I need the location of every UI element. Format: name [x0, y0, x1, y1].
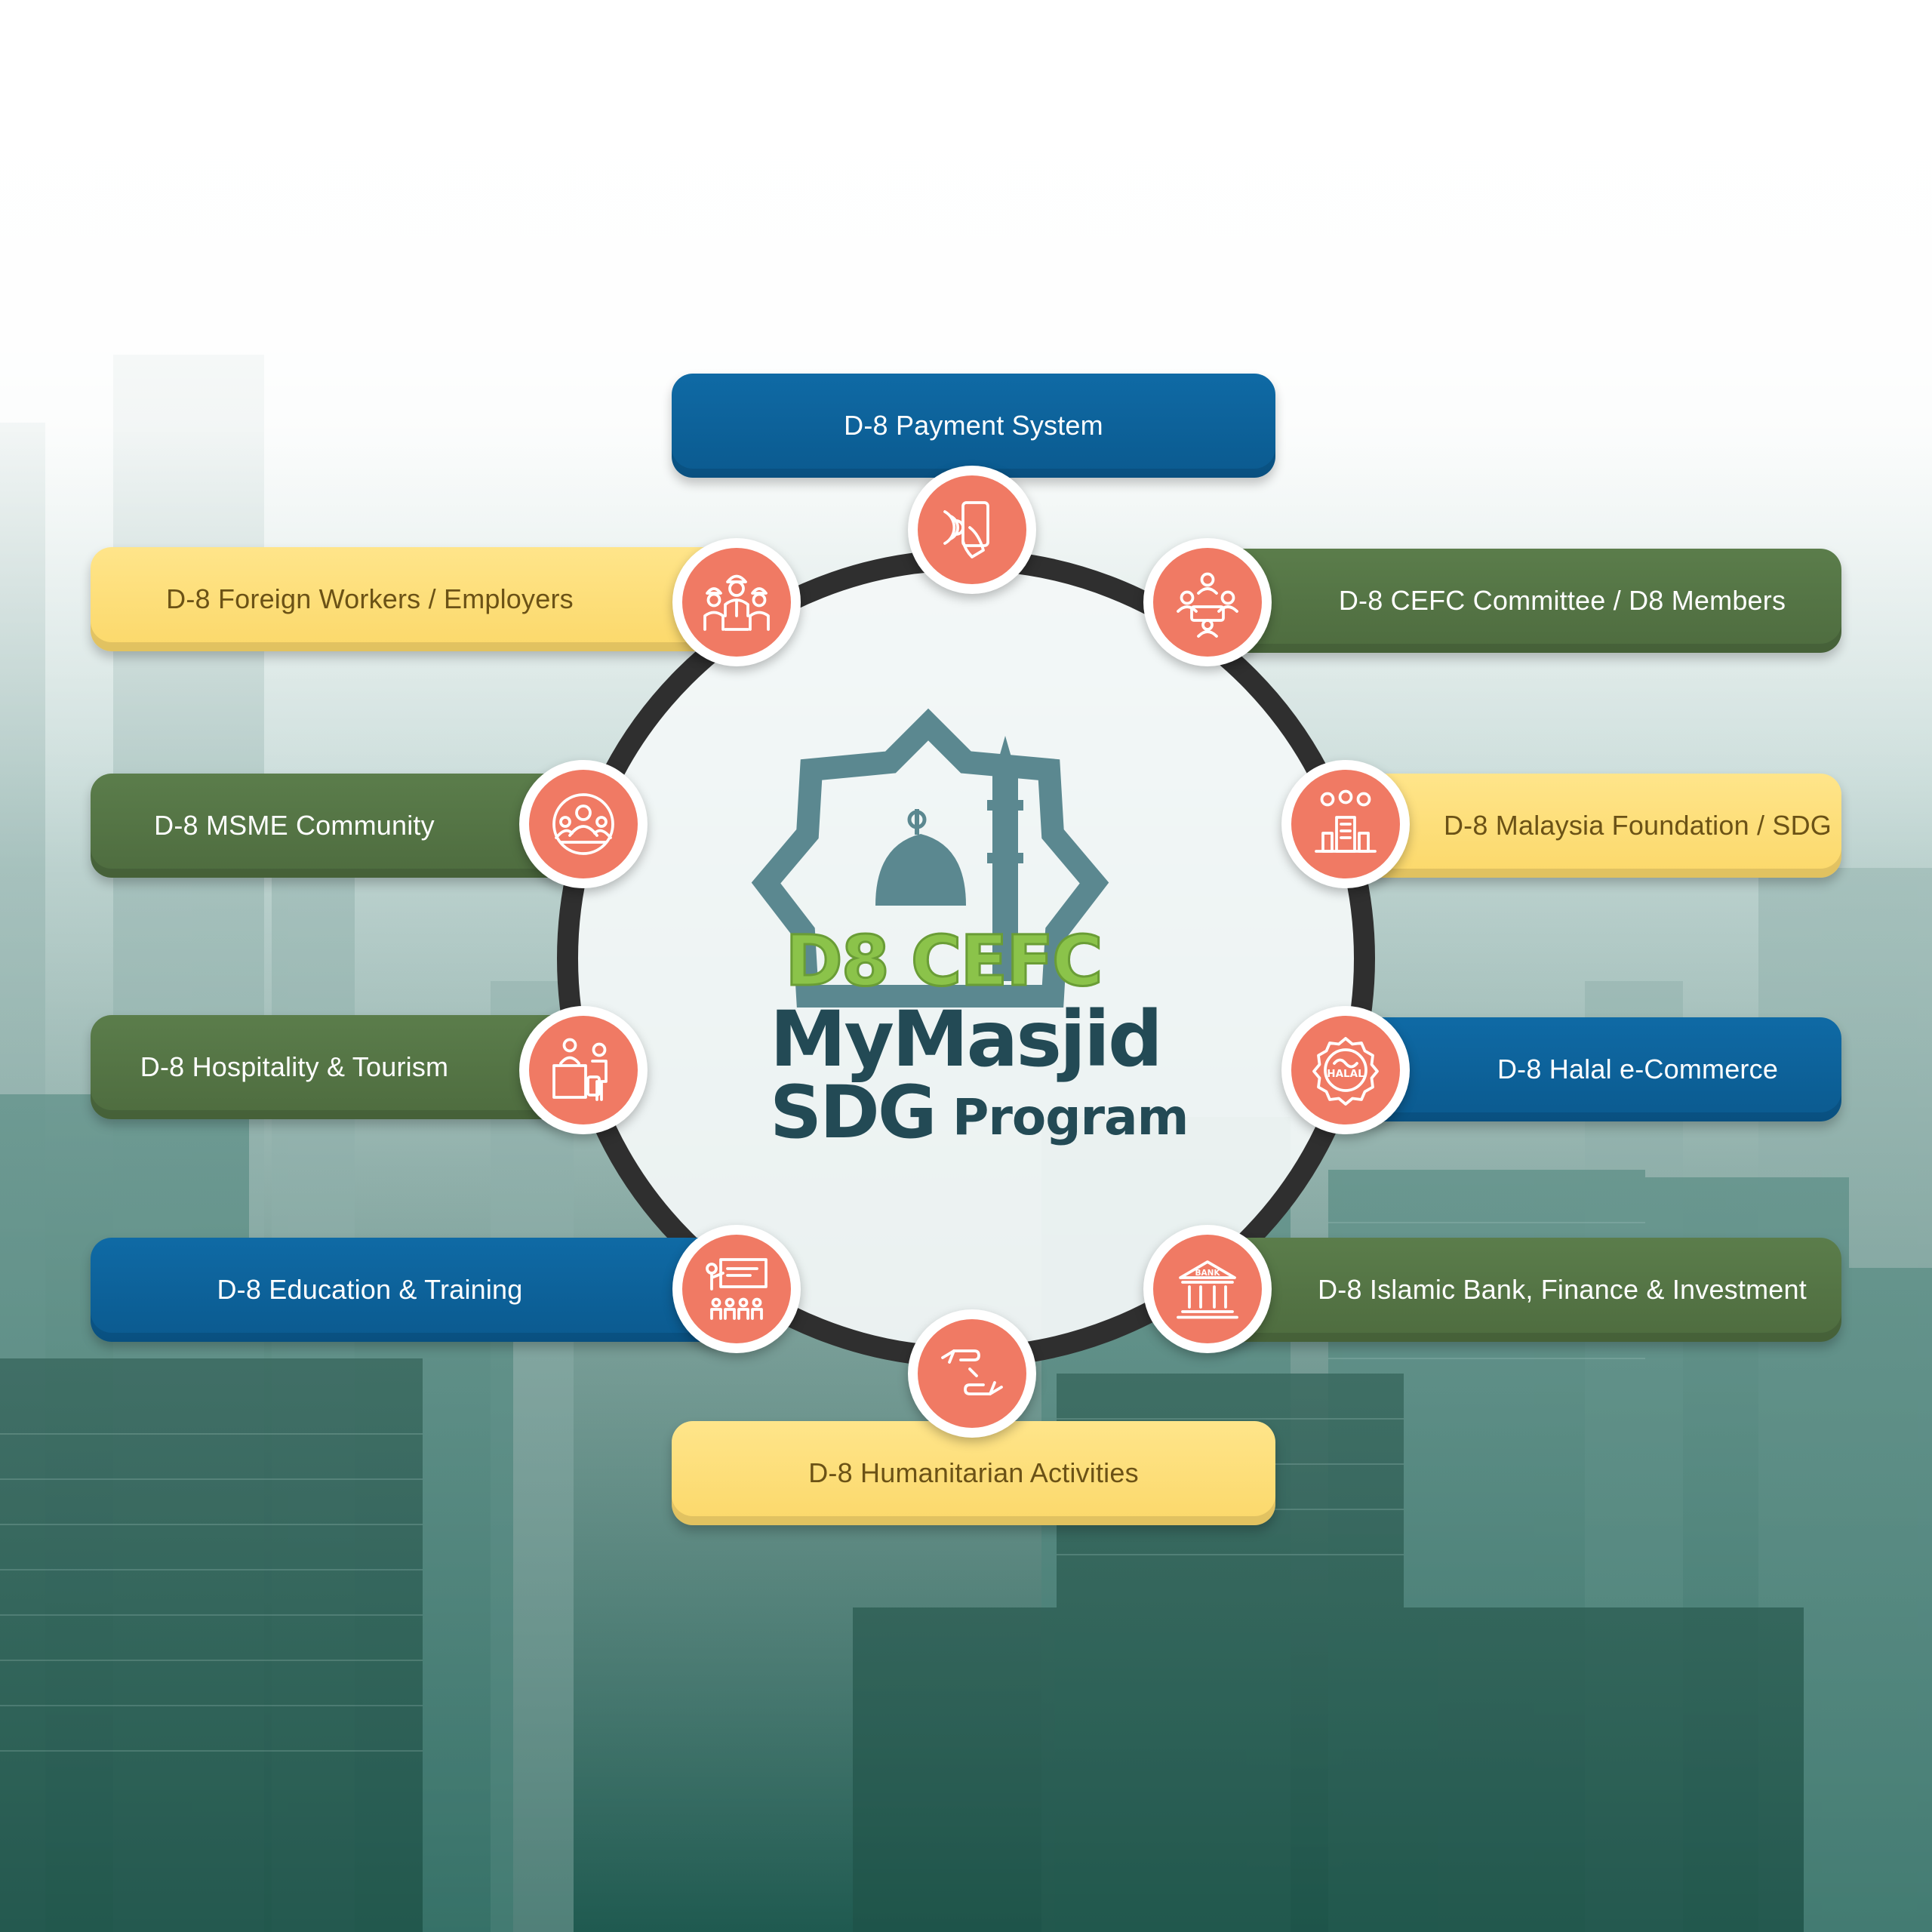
box-label: D-8 Halal e-Commerce: [1497, 1054, 1778, 1085]
workers-hardhat-icon: [700, 566, 773, 638]
community-group-icon: [547, 788, 620, 860]
box-msme-community: D-8 MSME Community: [91, 774, 581, 878]
box-halal-ecommerce: D-8 Halal e-Commerce: [1351, 1017, 1841, 1121]
box-hospitality-tourism: D-8 Hospitality & Tourism: [91, 1015, 581, 1119]
node-malaysia-foundation: [1281, 760, 1410, 888]
hotel-reception-traveler-icon: [547, 1034, 620, 1106]
box-foreign-workers: D-8 Foreign Workers / Employers: [91, 547, 732, 651]
node-cefc-committee: [1143, 538, 1272, 666]
box-label: D-8 Foreign Workers / Employers: [166, 583, 574, 615]
committee-meeting-icon: [1171, 566, 1244, 638]
box-cefc-committee: D-8 CEFC Committee / D8 Members: [1200, 549, 1841, 653]
svg-text:BANK: BANK: [1195, 1269, 1220, 1278]
classroom-presentation-icon: [700, 1253, 773, 1325]
box-label: D-8 Payment System: [844, 410, 1103, 441]
box-label: D-8 Hospitality & Tourism: [140, 1051, 448, 1083]
bank-building-icon: BANK: [1171, 1253, 1244, 1325]
node-foreign-workers: [672, 538, 801, 666]
box-payment-system: D-8 Payment System: [672, 374, 1275, 478]
box-malaysia-foundation: D-8 Malaysia Foundation / SDG: [1351, 774, 1841, 878]
node-hospitality-tourism: [519, 1006, 648, 1134]
box-label: D-8 CEFC Committee / D8 Members: [1339, 585, 1786, 617]
helping-hands-icon: [936, 1337, 1008, 1410]
node-payment-system: [908, 466, 1036, 594]
box-islamic-bank: D-8 Islamic Bank, Finance & Investment: [1200, 1238, 1841, 1342]
node-islamic-bank: BANK: [1143, 1225, 1272, 1353]
box-education-training: D-8 Education & Training: [91, 1238, 732, 1342]
contactless-phone-payment-icon: [936, 494, 1008, 566]
box-label: D-8 Islamic Bank, Finance & Investment: [1318, 1274, 1807, 1306]
box-label: D-8 MSME Community: [154, 810, 435, 841]
node-halal-ecommerce: HALAL: [1281, 1006, 1410, 1134]
box-label: D-8 Humanitarian Activities: [808, 1457, 1139, 1489]
box-label: D-8 Education & Training: [217, 1274, 522, 1306]
box-label: D-8 Malaysia Foundation / SDG: [1444, 810, 1832, 841]
node-msme-community: [519, 760, 648, 888]
svg-text:HALAL: HALAL: [1327, 1068, 1364, 1080]
node-education-training: [672, 1225, 801, 1353]
foundation-building-people-icon: [1309, 788, 1382, 860]
node-humanitarian: [908, 1309, 1036, 1438]
halal-seal-icon: HALAL: [1309, 1034, 1382, 1106]
